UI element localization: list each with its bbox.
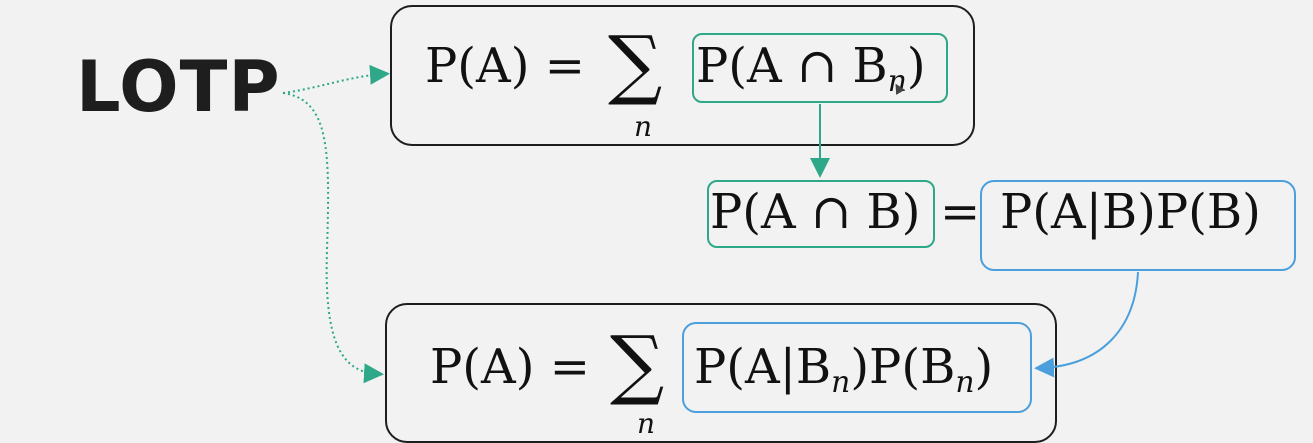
eq3-conditional-box	[682, 322, 1032, 413]
eq3-conditional-term: P(A|Bn)P(Bn)	[694, 339, 994, 400]
equation-1-box	[390, 5, 975, 146]
lotp-label: LOTP	[76, 46, 281, 128]
eq1-intersection-box	[692, 33, 948, 103]
eq1-sum-index: n	[634, 110, 653, 143]
lotp-to-eq1-arrow	[282, 64, 390, 94]
conditional-to-eq3-arrow	[1034, 271, 1139, 378]
lotp-to-eq3-arrow	[282, 92, 384, 384]
eq1-sigma: ∑	[608, 19, 663, 108]
eq2-conditional-box	[980, 180, 1296, 271]
eq2-rhs: P(A|B)P(B)	[1000, 184, 1261, 240]
eq1-intersection-term: P(A ∩ Bn)	[696, 38, 926, 99]
eq3-sigma: ∑	[610, 319, 665, 408]
eq1-lhs: P(A) =	[425, 38, 585, 94]
eq2-intersection-box	[707, 180, 935, 248]
eq2-lhs: P(A ∩ B)	[710, 184, 921, 240]
eq3-lhs: P(A) =	[430, 339, 590, 395]
eq2-equals: =	[940, 184, 981, 240]
connector-arrows	[282, 64, 1139, 384]
